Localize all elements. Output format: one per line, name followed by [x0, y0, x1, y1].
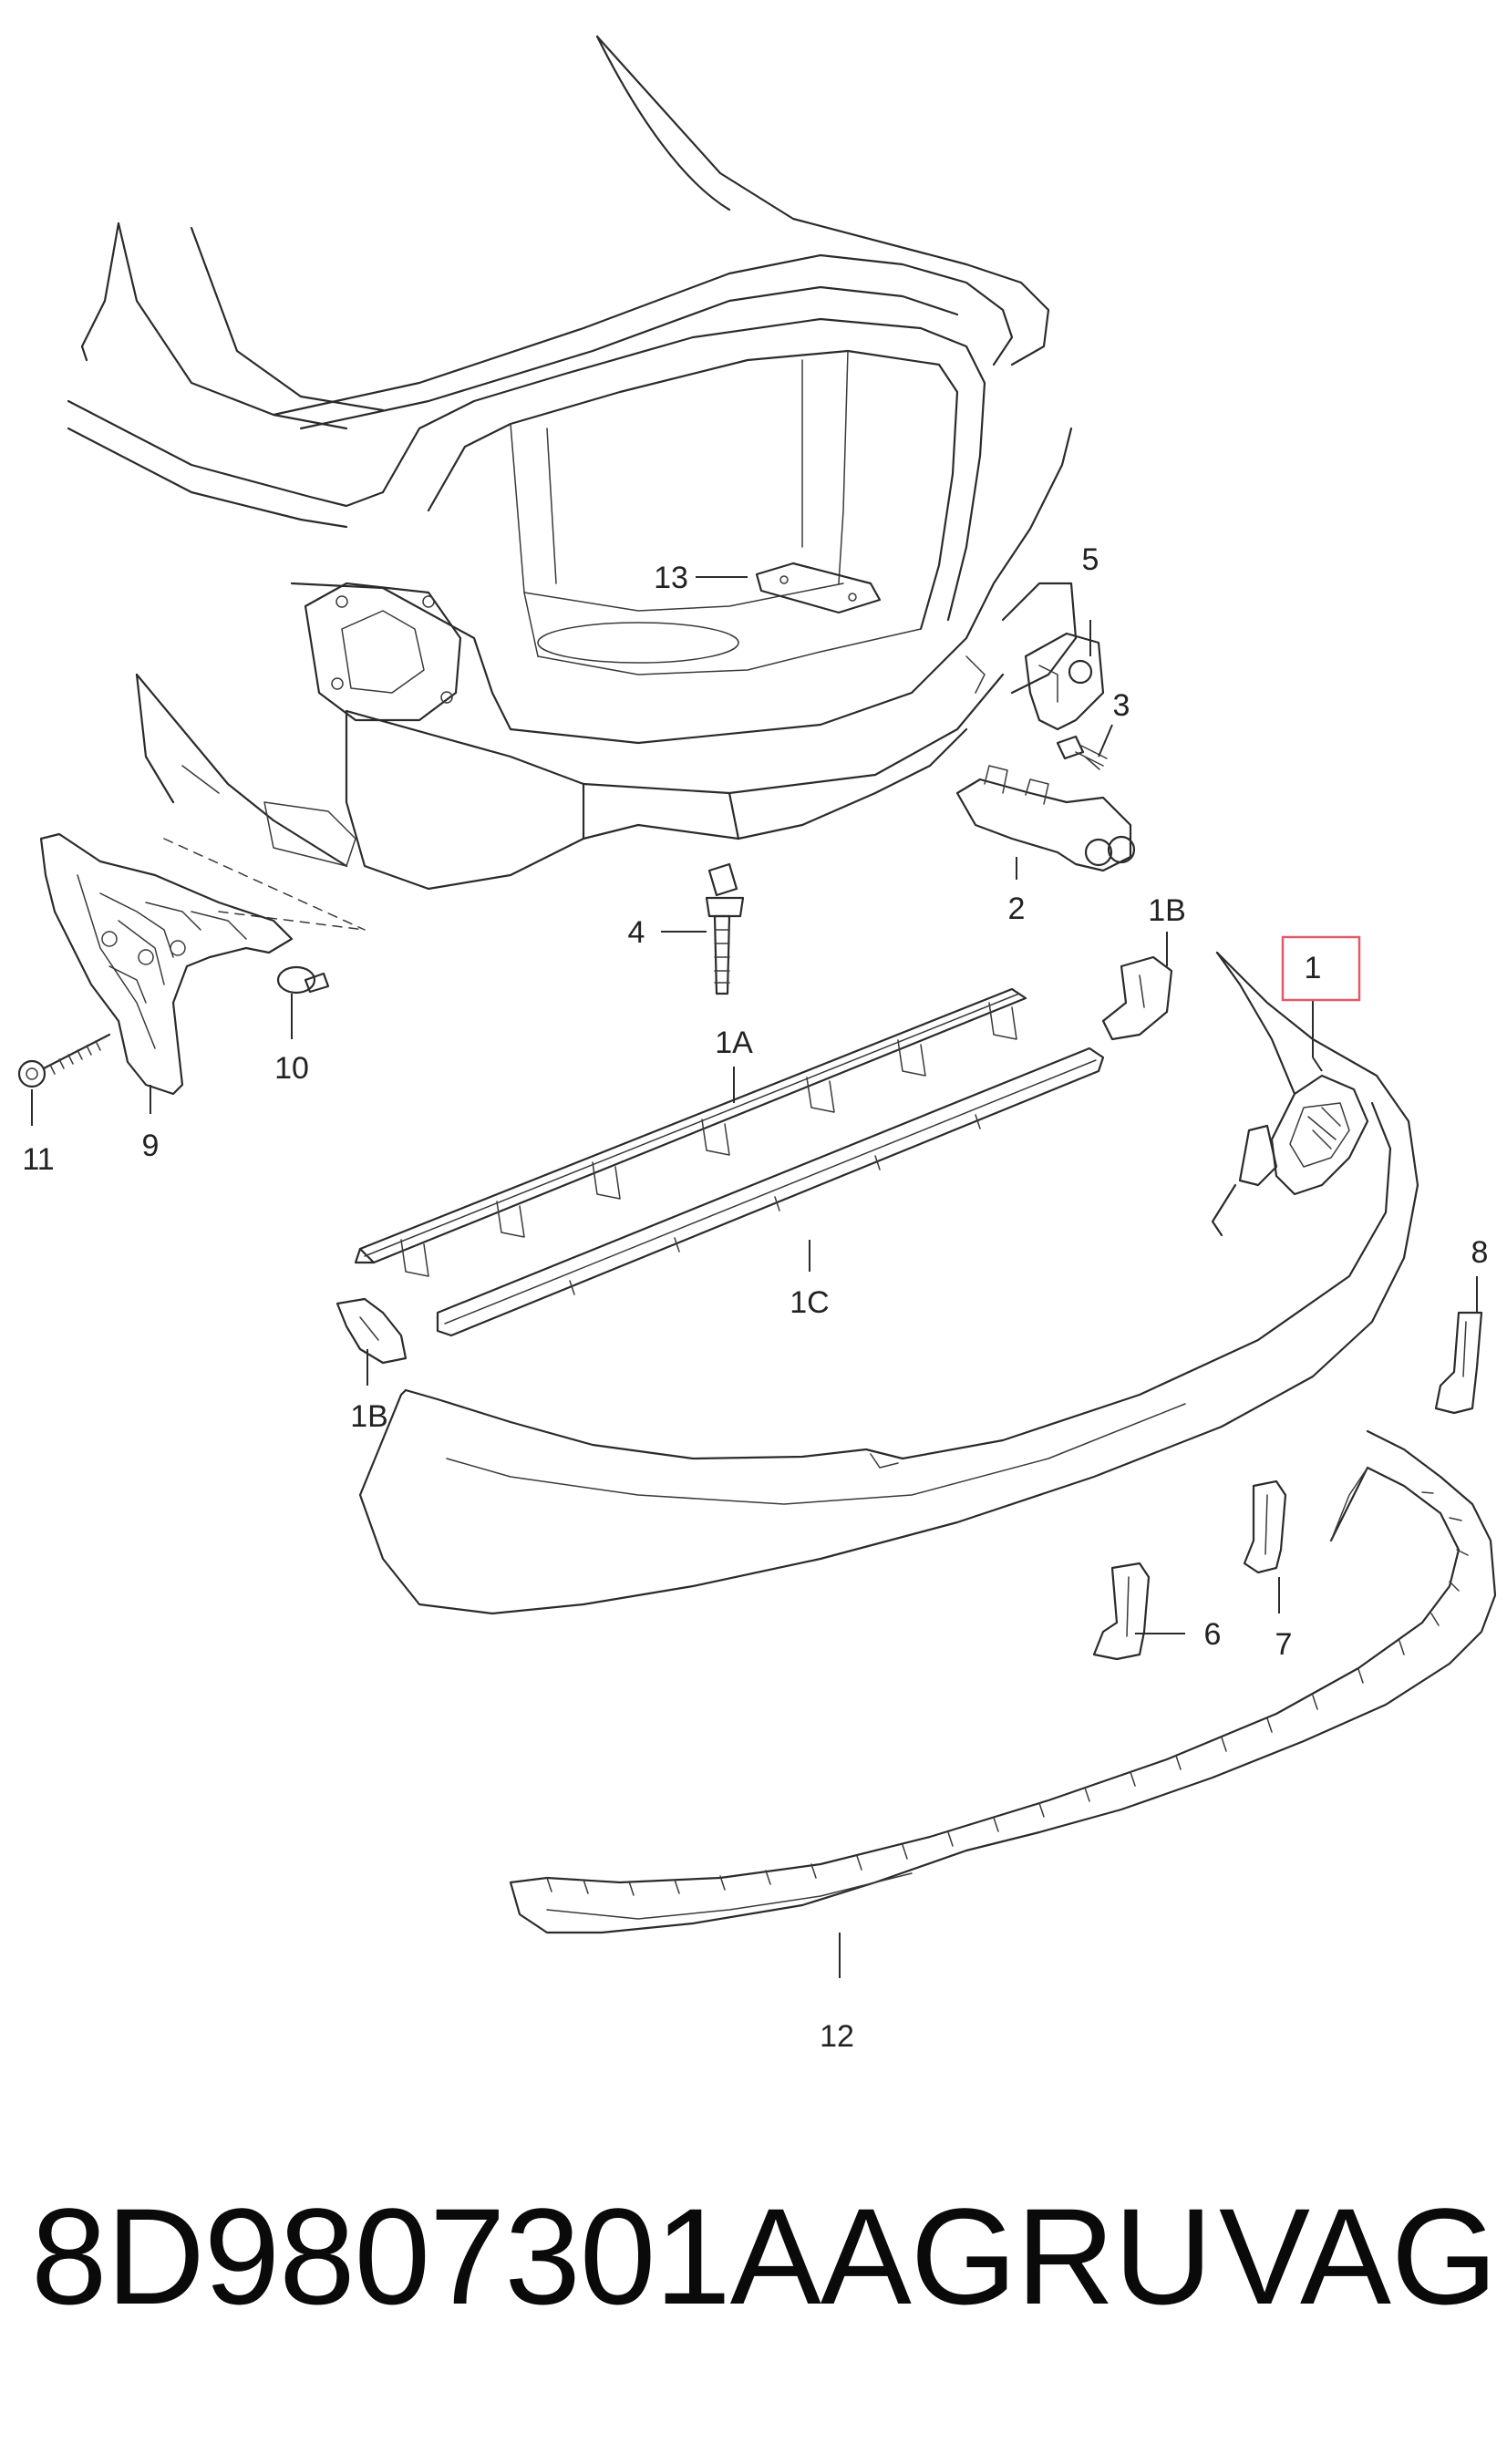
callout-1b-lower: 1B	[350, 1399, 388, 1434]
callout-1a: 1A	[715, 1026, 753, 1060]
callout-1-highlight	[1281, 935, 1361, 1002]
part-5-bracket	[1024, 632, 1105, 731]
part-9-side-bracket	[39, 832, 294, 1096]
part-1b-clip-lower	[335, 1297, 408, 1365]
part-3-screw	[1056, 735, 1108, 770]
callout-2: 2	[1008, 892, 1026, 926]
part-1a-guide-strip	[354, 987, 1027, 1277]
part-10-clip	[276, 965, 330, 995]
part-1b-clip-upper	[1101, 955, 1173, 1041]
callout-4: 4	[628, 915, 645, 950]
part-number-text: 8D9807301AAGRU	[31, 2180, 1213, 2333]
part-1c-lower-strip	[436, 1046, 1105, 1337]
callout-1b-upper: 1B	[1148, 893, 1186, 928]
callout-1c: 1C	[790, 1285, 829, 1320]
leader-lines	[31, 576, 1478, 1978]
callout-12: 12	[820, 2019, 854, 2054]
part-7-bracket	[1243, 1479, 1287, 1574]
part-2-guide	[955, 765, 1136, 872]
callout-5: 5	[1082, 542, 1099, 577]
part-12-lower-spoiler	[509, 1429, 1497, 1934]
part-6-bracket	[1092, 1562, 1151, 1661]
callout-6: 6	[1204, 1617, 1222, 1652]
callout-labels: 1 1A 1B 1B 1C 2 3 4 5 6 7 8 9 10 11 12 1…	[22, 542, 1488, 2054]
part-11-screw	[17, 1033, 111, 1088]
part-1-bumper-cover	[358, 951, 1419, 1615]
callout-1: 1	[1305, 951, 1322, 985]
callout-11: 11	[22, 1142, 54, 1177]
callout-8: 8	[1471, 1235, 1489, 1270]
callout-10: 10	[274, 1051, 309, 1086]
callout-13: 13	[654, 561, 688, 595]
part-4-bolt	[705, 862, 745, 995]
part-13-plate	[755, 562, 882, 614]
callout-9: 9	[142, 1129, 160, 1163]
callout-7: 7	[1275, 1627, 1293, 1662]
car-body-rear	[67, 35, 1078, 931]
brand-text: VAG	[1219, 2180, 1498, 2333]
part-8-bracket	[1434, 1311, 1483, 1415]
callout-3: 3	[1113, 688, 1130, 723]
